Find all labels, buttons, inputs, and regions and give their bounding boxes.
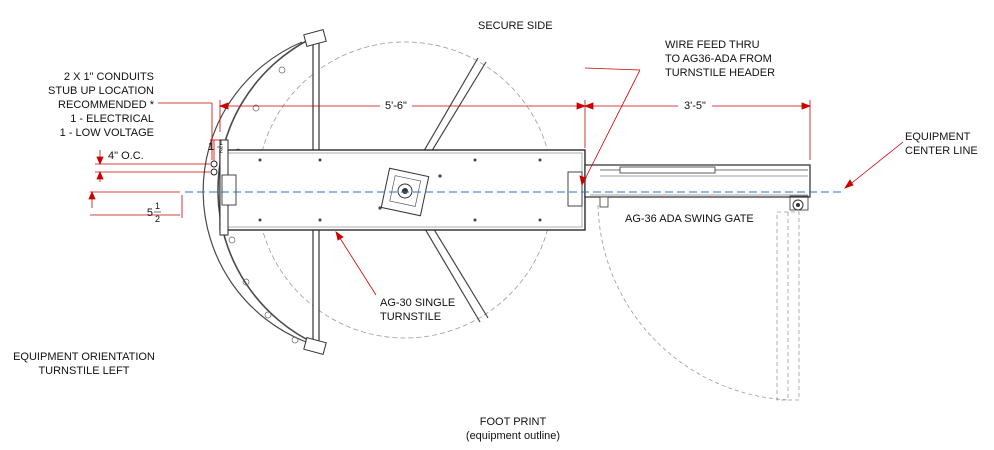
orientation-note: EQUIPMENT ORIENTATION TURNSTILE LEFT xyxy=(13,351,155,377)
wire-feed-note: WIRE FEED THRU TO AG36-ADA FROM TURNSTIL… xyxy=(665,39,775,79)
svg-text:2: 2 xyxy=(155,214,160,224)
dim-five-half-inch: 5 1 2 xyxy=(147,201,161,224)
svg-text:CENTER LINE: CENTER LINE xyxy=(905,145,978,157)
dim-conduit-spacing: 4" O.C. xyxy=(108,150,144,162)
svg-text:STUB UP LOCATION: STUB UP LOCATION xyxy=(48,85,154,97)
svg-text:5: 5 xyxy=(147,207,153,219)
svg-text:RECOMMENDED *: RECOMMENDED * xyxy=(58,99,155,111)
turnstile-housing xyxy=(219,139,586,236)
svg-text:1: 1 xyxy=(155,201,160,211)
dimension-lines xyxy=(88,67,904,296)
turnstile-note: AG-30 SINGLE TURNSTILE xyxy=(380,297,455,323)
svg-text:WIRE FEED THRU: WIRE FEED THRU xyxy=(665,39,760,51)
svg-text:TURNSTILE HEADER: TURNSTILE HEADER xyxy=(665,67,775,79)
secure-side-label: SECURE SIDE xyxy=(478,20,553,32)
svg-text:TURNSTILE: TURNSTILE xyxy=(380,311,441,323)
svg-text:2 X 1" CONDUITS: 2 X 1" CONDUITS xyxy=(64,71,154,83)
dim-gate-length: 3'-5" xyxy=(684,100,706,112)
gate-swing-path xyxy=(597,204,800,401)
swing-gate-label: AG-36 ADA SWING GATE xyxy=(625,213,754,225)
conduit-note: 2 X 1" CONDUITS STUB UP LOCATION RECOMME… xyxy=(48,71,155,139)
dim-turnstile-length: 5'-6" xyxy=(385,100,407,112)
svg-text:EQUIPMENT: EQUIPMENT xyxy=(905,131,971,143)
svg-text:(equipment outline): (equipment outline) xyxy=(466,430,560,442)
dim-half-inch-a: 1 1 2 xyxy=(208,140,223,155)
conduit-stubs xyxy=(210,160,218,176)
svg-text:FOOT PRINT: FOOT PRINT xyxy=(480,416,547,428)
curved-guard xyxy=(202,37,319,346)
svg-text:1 - LOW VOLTAGE: 1 - LOW VOLTAGE xyxy=(60,127,154,139)
svg-text:1: 1 xyxy=(208,141,214,153)
svg-text:1: 1 xyxy=(219,140,223,147)
svg-text:2: 2 xyxy=(219,148,223,155)
svg-text:TO AG36-ADA FROM: TO AG36-ADA FROM xyxy=(665,53,772,65)
footprint-note: FOOT PRINT (equipment outline) xyxy=(466,416,560,442)
swing-gate-body xyxy=(584,164,811,211)
center-line-note: EQUIPMENT CENTER LINE xyxy=(905,131,978,157)
svg-text:EQUIPMENT ORIENTATION: EQUIPMENT ORIENTATION xyxy=(13,351,155,363)
svg-text:TURNSTILE LEFT: TURNSTILE LEFT xyxy=(38,365,129,377)
svg-text:1 - ELECTRICAL: 1 - ELECTRICAL xyxy=(70,113,154,125)
svg-text:AG-30 SINGLE: AG-30 SINGLE xyxy=(380,297,455,309)
